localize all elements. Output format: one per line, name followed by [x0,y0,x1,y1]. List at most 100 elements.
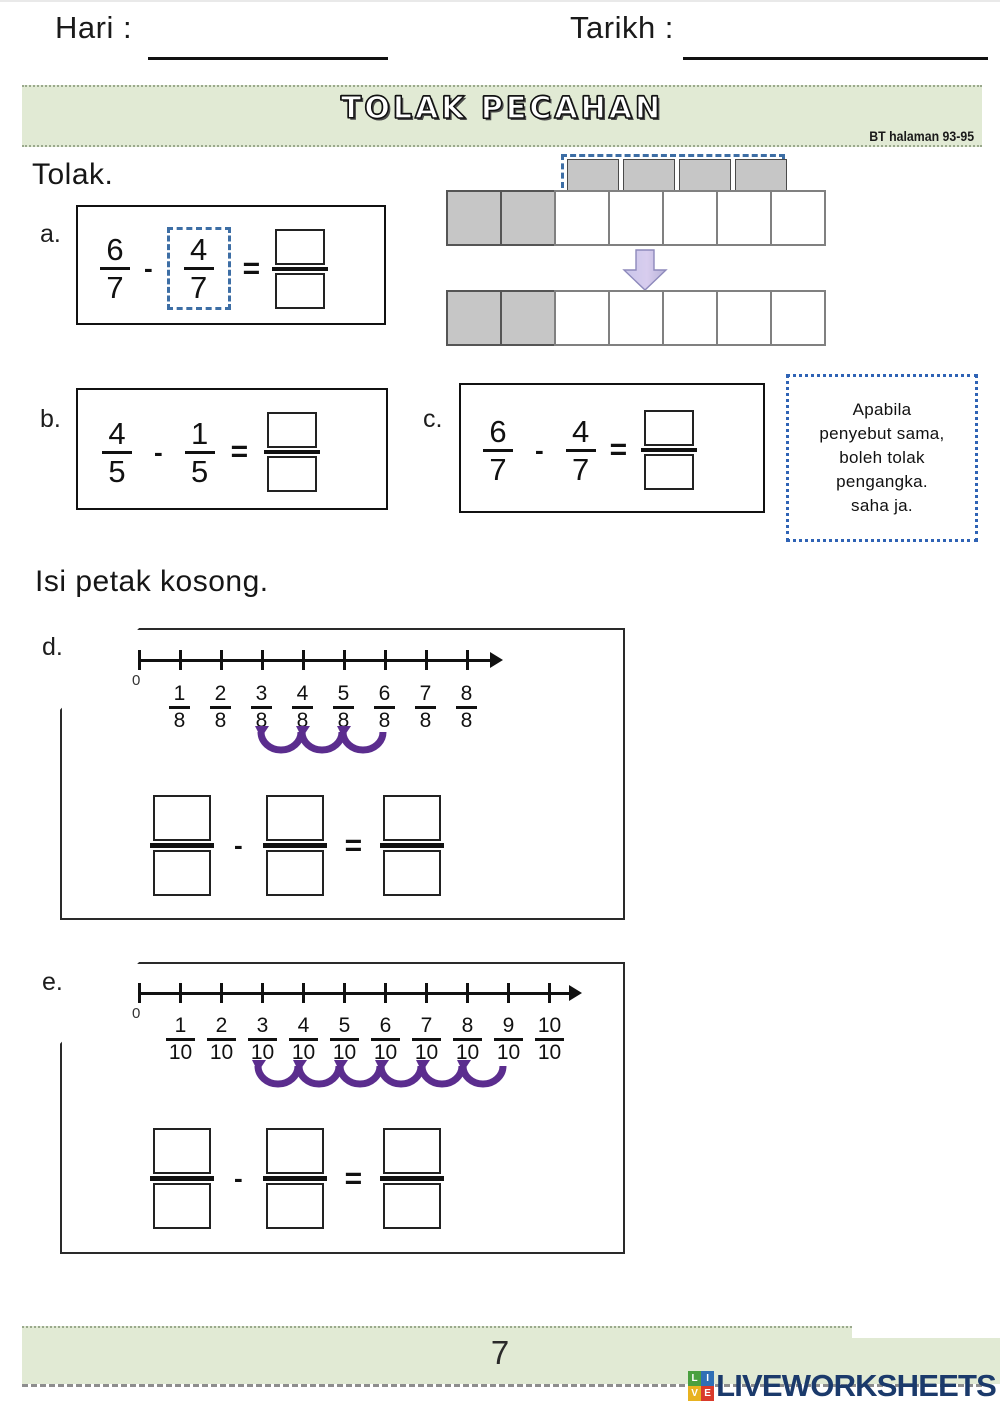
fraction-a-second: 4 7 [183,234,214,303]
answer-fraction-e-second [262,1128,327,1229]
note-line-4: pengangka. [836,472,928,492]
operator-minus-a: - [144,253,153,283]
tick-4 [302,650,305,670]
tick-8 [466,983,469,1003]
answer-fraction-d-first [150,795,214,896]
worksheet-title: TOLAK PECAHAN [340,90,664,127]
answer-e-second-denominator-input[interactable] [265,1183,324,1229]
problem-c-box: 6 7 - 4 7 = [459,383,765,513]
down-arrow-icon [622,249,668,291]
answer-d-result-denominator-input[interactable] [383,850,442,896]
bar-cell-shaded [446,290,502,346]
answer-numerator-input-c[interactable] [644,410,695,446]
tick-7 [425,650,428,670]
denominator: 5 [108,453,126,489]
equals-sign-b: = [230,435,249,468]
numberline-e-label-4: 4 10 [289,1014,318,1064]
fraction-bar [169,706,190,709]
equals-sign-e: = [344,1161,363,1195]
bar-cell-empty [770,190,826,246]
fraction-bar [184,450,215,454]
bar-cell-shaded [500,290,556,346]
answer-e-first-denominator-input[interactable] [153,1183,211,1229]
numerator: 1 [173,682,186,705]
numerator: 2 [215,1014,228,1037]
numberline-d-label-6: 6 8 [374,682,395,732]
note-line-2: penyebut sama, [819,423,945,443]
fraction-bar [183,267,214,270]
numberline-axis [138,992,572,995]
hari-label: Hari : [55,10,133,45]
numerator: 6 [106,232,124,267]
fraction-bar [494,1038,523,1041]
footer-divider [22,1384,982,1387]
tick-0 [138,983,141,1003]
answer-d-first-numerator-input[interactable] [153,795,211,841]
operator-minus-b: - [154,436,163,467]
fraction-bar [412,1038,441,1041]
logo-tile-e: E [701,1386,715,1401]
note-line-3: boleh tolak [839,447,925,467]
numerator: 1 [191,415,209,451]
operator-minus-c: - [535,434,544,465]
answer-d-second-denominator-input[interactable] [265,850,324,896]
tarikh-answer-line [683,57,988,60]
numberline-e-label-3: 3 10 [248,1014,277,1064]
answer-denominator-input-c[interactable] [644,454,695,490]
numberline-e-label-5: 5 10 [330,1014,359,1064]
fraction-bar [264,450,321,454]
operator-minus-e: - [234,1163,243,1193]
answer-d-first-denominator-input[interactable] [153,850,211,896]
liveworksheets-logo[interactable]: L I V E LIVEWORKSHEETS [688,1368,997,1404]
answer-e-second-numerator-input[interactable] [265,1128,324,1174]
logo-wordmark: LIVEWORKSHEETS [716,1368,997,1403]
answer-d-second-numerator-input[interactable] [265,795,324,841]
fraction-bar [292,706,313,709]
numerator: 9 [502,1014,515,1037]
answer-fraction-e-result [380,1128,445,1229]
numberline-d-label-1: 1 8 [169,682,190,732]
answer-e-result-numerator-input[interactable] [383,1128,442,1174]
problem-label-e: e. [42,968,63,996]
tick-9 [507,983,510,1003]
numberline-d: 0 [132,650,508,689]
tick-7 [425,983,428,1003]
numerator: 2 [214,682,227,705]
fraction-bar [641,448,698,452]
problem-label-d: d. [42,633,63,661]
problem-b-box: 4 5 - 1 5 = [76,388,388,510]
answer-numerator-input-a[interactable] [275,228,326,265]
denominator: 10 [332,1040,357,1064]
fraction-bar [380,843,445,848]
title-banner: TOLAK PECAHAN BT halaman 93-95 [22,85,982,147]
equals-sign-d: = [344,828,363,862]
numerator: 5 [337,682,350,705]
logo-tile-v: V [688,1386,702,1401]
answer-e-first-numerator-input[interactable] [153,1128,211,1174]
numberline-origin-label: 0 [132,1005,141,1022]
numberline-arrowhead-icon [569,985,582,1001]
answer-d-result-numerator-input[interactable] [383,795,442,841]
answer-denominator-input-a[interactable] [275,272,326,309]
answer-fraction-e-first [150,1128,214,1229]
tick-2 [220,650,223,670]
denominator: 10 [537,1040,562,1064]
answer-fraction-d-second [262,795,327,896]
fraction-bar [100,267,130,270]
numerator: 5 [338,1014,351,1037]
answer-numerator-input-b[interactable] [267,412,318,448]
top-rule [0,0,1000,2]
numberline-d-label-4: 4 8 [292,682,313,732]
tick-6 [384,983,387,1003]
logo-tiles-icon: L I V E [688,1371,715,1401]
bar-cell-empty [770,290,826,346]
numberline-d-label-8: 8 8 [456,682,477,732]
fraction-bar [483,448,513,452]
hari-answer-line [148,57,388,60]
problem-label-a: a. [40,220,61,248]
answer-denominator-input-b[interactable] [267,456,318,492]
instruction-tolak: Tolak. [32,158,114,191]
tick-1 [179,983,182,1003]
answer-e-result-denominator-input[interactable] [383,1183,442,1229]
logo-tile-i: I [701,1371,715,1386]
